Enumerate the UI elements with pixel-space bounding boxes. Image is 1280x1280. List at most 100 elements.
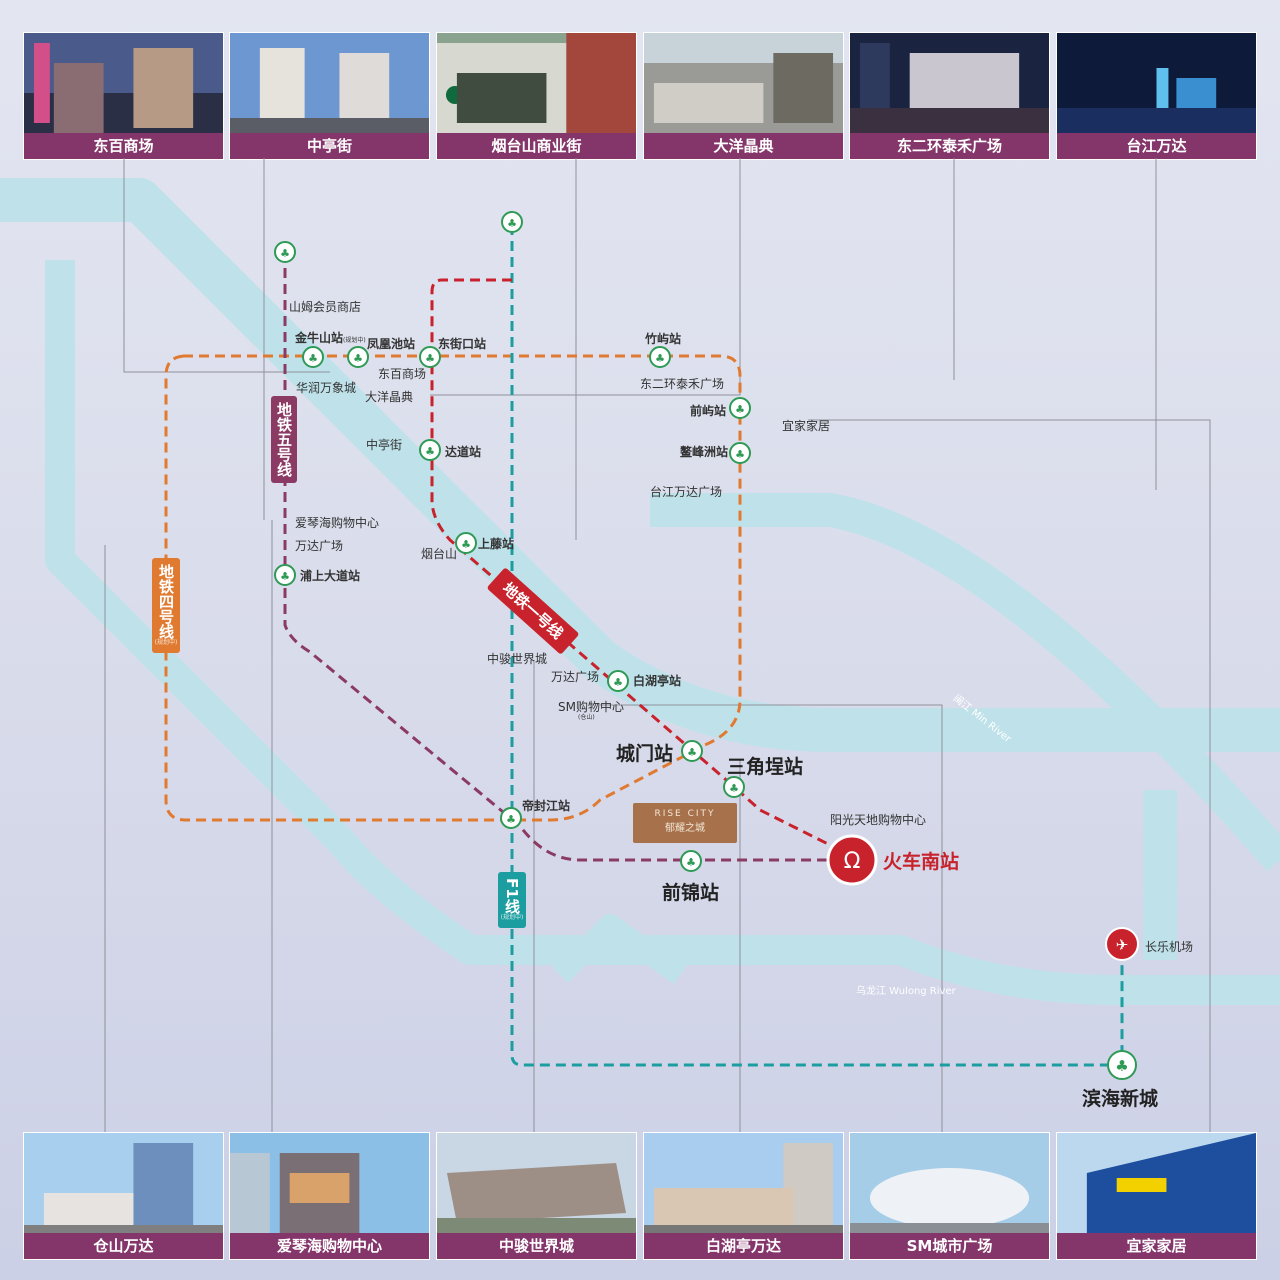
aiqinhai-photo xyxy=(230,1133,429,1234)
label-zhuyu: 竹屿站 xyxy=(645,332,682,346)
leader-sm xyxy=(600,704,943,1132)
line1-path xyxy=(430,278,851,857)
cangshan-wanda-photo xyxy=(24,1133,223,1234)
photo-card-baihuting[interactable]: 白湖亭万达 xyxy=(643,1132,844,1260)
station-binhaixincheng: ♣ xyxy=(1107,1050,1137,1080)
lineF1-note: (规划中) xyxy=(500,913,524,921)
photo-caption: 台江万达 xyxy=(1057,133,1256,159)
label-huochenan: 火车南站 xyxy=(883,851,960,873)
leader-ikea xyxy=(808,419,1211,1132)
station-difengjiang: ♣ xyxy=(500,807,522,829)
station-qianyu: ♣ xyxy=(729,397,751,419)
project-name-cn: 郁耀之城 xyxy=(665,823,705,834)
poi-zhongting: 中亭街 xyxy=(366,438,403,452)
photo-caption: 东二环泰禾广场 xyxy=(850,133,1049,159)
poi-aiqinhai: 爱琴海购物中心 xyxy=(295,516,380,530)
poi-sm-text: SM购物中心 xyxy=(558,700,624,714)
photo-card-ikea[interactable]: 宜家家居 xyxy=(1056,1132,1257,1260)
line4-label-text: 地铁四号线 xyxy=(157,564,175,639)
poi-zhongjun: 中骏世界城 xyxy=(487,652,548,666)
poi-changle: 长乐机场 xyxy=(1145,940,1194,954)
photo-caption: 东百商场 xyxy=(24,133,223,159)
airport-icon: ✈ xyxy=(1105,927,1139,961)
photo-caption: 中亭街 xyxy=(230,133,429,159)
poi-taijiang-wanda: 台江万达广场 xyxy=(650,485,723,499)
photo-caption: 爱琴海购物中心 xyxy=(230,1233,429,1259)
station-markers: ♣ ♣ ♣ ♣ ♣ ♣ ♣ ♣ ♣ ♣ ♣ ♣ ♣ ♣ ♣ ♣ ♣ Ω ✈ xyxy=(274,211,1139,1080)
line4-path xyxy=(164,354,742,822)
line5-label-text: 地铁五号线 xyxy=(275,402,293,477)
poi-sm: SM购物中心 (仓山) xyxy=(558,698,624,721)
photo-caption: 仓山万达 xyxy=(24,1233,223,1259)
station-pushang-top: ♣ xyxy=(274,241,296,263)
poi-sm-note: (仓山) xyxy=(578,714,595,721)
label-aofengzhou: 鳌峰洲站 xyxy=(680,445,729,459)
photo-card-aiqinhai[interactable]: 爱琴海购物中心 xyxy=(229,1132,430,1260)
label-jinniushan: 金牛山站(规划中) xyxy=(295,329,366,346)
label-difengjiang: 帝封江站 xyxy=(522,799,571,813)
svg-text:♣: ♣ xyxy=(1115,1057,1128,1075)
photo-caption: 宜家家居 xyxy=(1057,1233,1256,1259)
svg-text:♣: ♣ xyxy=(353,352,363,365)
poi-huarun: 华润万象城 xyxy=(296,381,357,395)
label-jinniushan-text: 金牛山站 xyxy=(295,331,344,345)
metro-lines xyxy=(164,225,1124,1067)
photo-caption: 中骏世界城 xyxy=(437,1233,636,1259)
station-jinniushan: ♣ xyxy=(302,346,324,368)
svg-text:♣: ♣ xyxy=(280,247,290,260)
river-wulong xyxy=(45,260,1280,1005)
dayang-photo xyxy=(644,33,843,134)
poi-wanda2: 万达广场 xyxy=(551,670,600,684)
photo-caption: SM城市广场 xyxy=(850,1233,1049,1259)
svg-text:♣: ♣ xyxy=(506,813,516,826)
label-dadao: 达道站 xyxy=(445,445,482,459)
photo-card-zhongjun[interactable]: 中骏世界城 xyxy=(436,1132,637,1260)
line4-note: (规划中) xyxy=(154,639,178,646)
svg-text:♣: ♣ xyxy=(686,856,696,869)
leader-dayang xyxy=(430,158,741,396)
svg-text:♣: ♣ xyxy=(735,403,745,416)
zhongting-photo xyxy=(230,33,429,134)
photo-card-dayang[interactable]: 大洋晶典 xyxy=(643,32,844,160)
svg-text:♣: ♣ xyxy=(729,782,739,795)
photo-card-dongbai[interactable]: 东百商场 xyxy=(23,32,224,160)
lineF1-path xyxy=(510,225,1124,1067)
sm-photo xyxy=(850,1133,1049,1234)
photo-caption: 烟台山商业街 xyxy=(437,133,636,159)
poi-ikea: 宜家家居 xyxy=(782,419,831,433)
poi-yangguang: 阳光天地购物中心 xyxy=(830,813,927,827)
label-dongjiekou: 东街口站 xyxy=(438,337,487,351)
label-sanjiaoli: 三角埕站 xyxy=(727,756,804,778)
station-sanjiaoli: ♣ xyxy=(723,776,745,798)
photo-card-dongerhuan[interactable]: 东二环泰禾广场 xyxy=(849,32,1050,160)
photo-caption: 大洋晶典 xyxy=(644,133,843,159)
svg-text:♣: ♣ xyxy=(308,352,318,365)
photo-card-taijiang-wanda[interactable]: 台江万达 xyxy=(1056,32,1257,160)
photo-card-sm[interactable]: SM城市广场 xyxy=(849,1132,1050,1260)
leader-lines xyxy=(104,158,1211,1132)
poi-sams: 山姆会员商店 xyxy=(289,300,362,314)
yantaishan-photo xyxy=(437,33,636,134)
photo-card-zhongting[interactable]: 中亭街 xyxy=(229,32,430,160)
poi-dongbai: 东百商场 xyxy=(378,367,427,381)
river-min-branch xyxy=(650,493,1280,872)
svg-text:♣: ♣ xyxy=(425,352,435,365)
label-baihuting: 白湖亭站 xyxy=(633,674,682,688)
poi-dayang: 大洋晶典 xyxy=(365,390,414,404)
station-chengmen: ♣ xyxy=(681,740,703,762)
photo-card-cangshan-wanda[interactable]: 仓山万达 xyxy=(23,1132,224,1260)
photo-card-yantaishan[interactable]: 烟台山商业街 xyxy=(436,32,637,160)
river-network xyxy=(0,178,1280,1005)
lineF1-label: F1线 (规划中) xyxy=(498,872,526,928)
svg-text:♣: ♣ xyxy=(507,217,517,230)
station-qianjin: ♣ xyxy=(680,850,702,872)
project-plate[interactable]: RISE CITY 郁耀之城 xyxy=(633,803,737,843)
label-pushangdadao: 浦上大道站 xyxy=(300,569,361,583)
river-min-upper xyxy=(0,178,1280,752)
station-dongjiekou: ♣ xyxy=(419,346,441,368)
station-fenghuangchi: ♣ xyxy=(347,346,369,368)
station-dadao: ♣ xyxy=(419,439,441,461)
label-qianyu: 前屿站 xyxy=(690,404,727,418)
svg-text:♣: ♣ xyxy=(687,746,697,759)
